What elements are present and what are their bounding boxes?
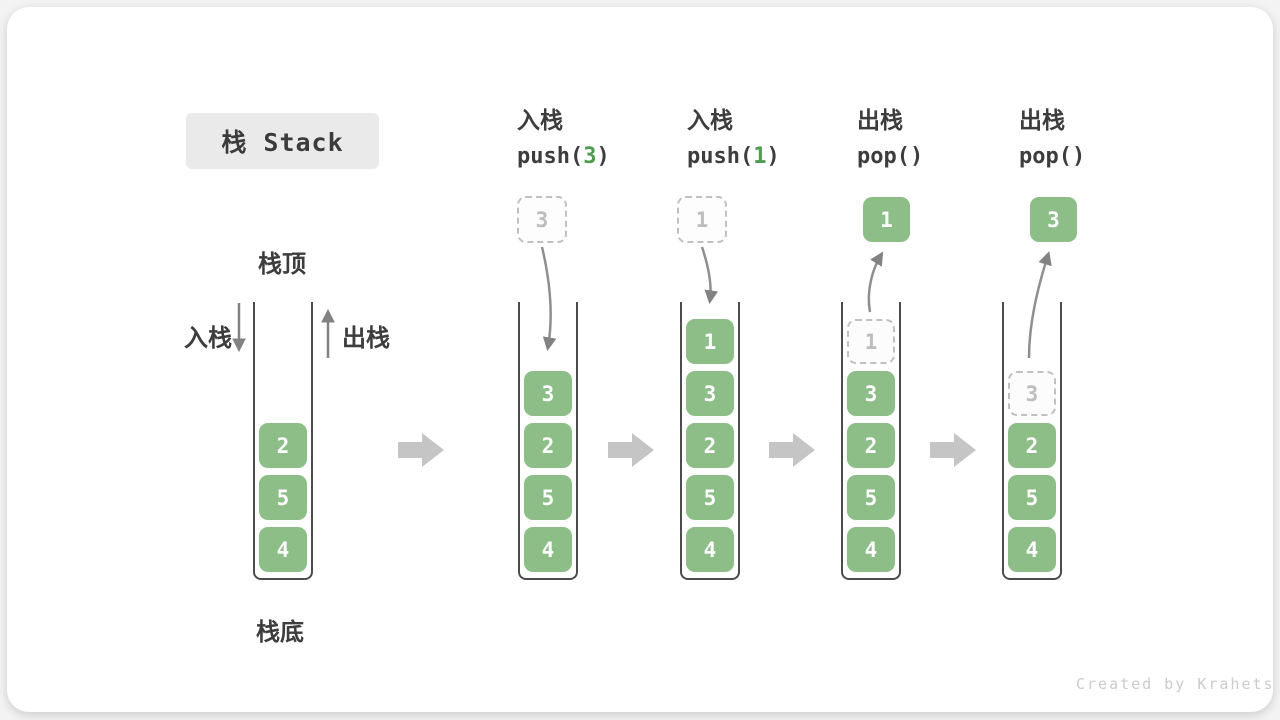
op-header-push-1: 入栈 push(1) [687,106,867,172]
stack-bottom-label: 栈底 [256,618,304,646]
op-code: push(3) [517,142,697,172]
stack-element: 2 [259,423,307,468]
pushed-value-box: 3 [517,196,567,243]
next-state-arrow [398,433,444,467]
stack-element: 5 [1008,475,1056,520]
pop-curve-arrow [1027,251,1052,359]
pop-direction-label: 出栈 [342,324,390,352]
op-code: push(1) [687,142,867,172]
push-curve-arrow [540,246,557,352]
popped-value-box: 3 [1030,197,1077,242]
stack-container-1: 2 5 4 [253,302,313,580]
stack-element: 2 [847,423,895,468]
stack-element-ghost: 1 [847,319,895,364]
code-close: ) [909,144,924,169]
stack-element: 2 [686,423,734,468]
stack-container-3: 1 3 2 5 4 [680,302,740,580]
stack-container-2: 3 2 5 4 [518,302,578,580]
op-header-pop-1: 出栈 pop() [857,106,1037,172]
push-curve-arrow [700,246,719,305]
stack-element: 4 [1008,527,1056,572]
stack-element: 5 [524,475,572,520]
op-header-pop-2: 出栈 pop() [1019,106,1199,172]
stack-element: 5 [259,475,307,520]
stack-element: 4 [524,527,572,572]
code-close: ) [596,144,610,169]
stack-top-label: 栈顶 [258,250,306,278]
code-open: push( [687,144,754,169]
next-state-arrow [769,433,815,467]
code-open: pop( [857,144,910,169]
op-label: 入栈 [517,108,563,134]
popped-value-box: 1 [863,197,910,242]
stack-element: 3 [847,371,895,416]
stack-container-5: 3 2 5 4 [1002,302,1062,580]
op-label: 入栈 [687,108,733,134]
stack-element: 2 [1008,423,1056,468]
next-state-arrow [930,433,976,467]
code-close: ) [766,144,780,169]
stack-element-ghost: 3 [1008,371,1056,416]
push-direction-label: 入栈 [184,324,232,352]
stack-element: 3 [524,371,572,416]
code-arg: 3 [583,144,597,169]
op-code: pop() [1019,142,1199,172]
stack-element: 3 [686,371,734,416]
code-close: ) [1071,144,1086,169]
stack-container-4: 1 3 2 5 4 [841,302,901,580]
stack-element: 4 [847,527,895,572]
code-open: push( [517,144,584,169]
code-open: pop( [1019,144,1072,169]
next-state-arrow [608,433,654,467]
stack-element: 5 [686,475,734,520]
diagram-title: 栈 Stack [186,113,379,169]
op-code: pop() [857,142,1037,172]
stack-element: 2 [524,423,572,468]
pop-curve-arrow [867,251,884,313]
stack-element: 4 [686,527,734,572]
stack-element: 4 [259,527,307,572]
pushed-value-box: 1 [677,196,727,243]
op-header-push-3: 入栈 push(3) [517,106,697,172]
watermark: Created by Krahets [1076,675,1275,693]
code-arg: 1 [753,144,767,169]
stack-element: 5 [847,475,895,520]
stack-element: 1 [686,319,734,364]
op-label: 出栈 [1019,108,1065,134]
op-label: 出栈 [857,108,903,134]
